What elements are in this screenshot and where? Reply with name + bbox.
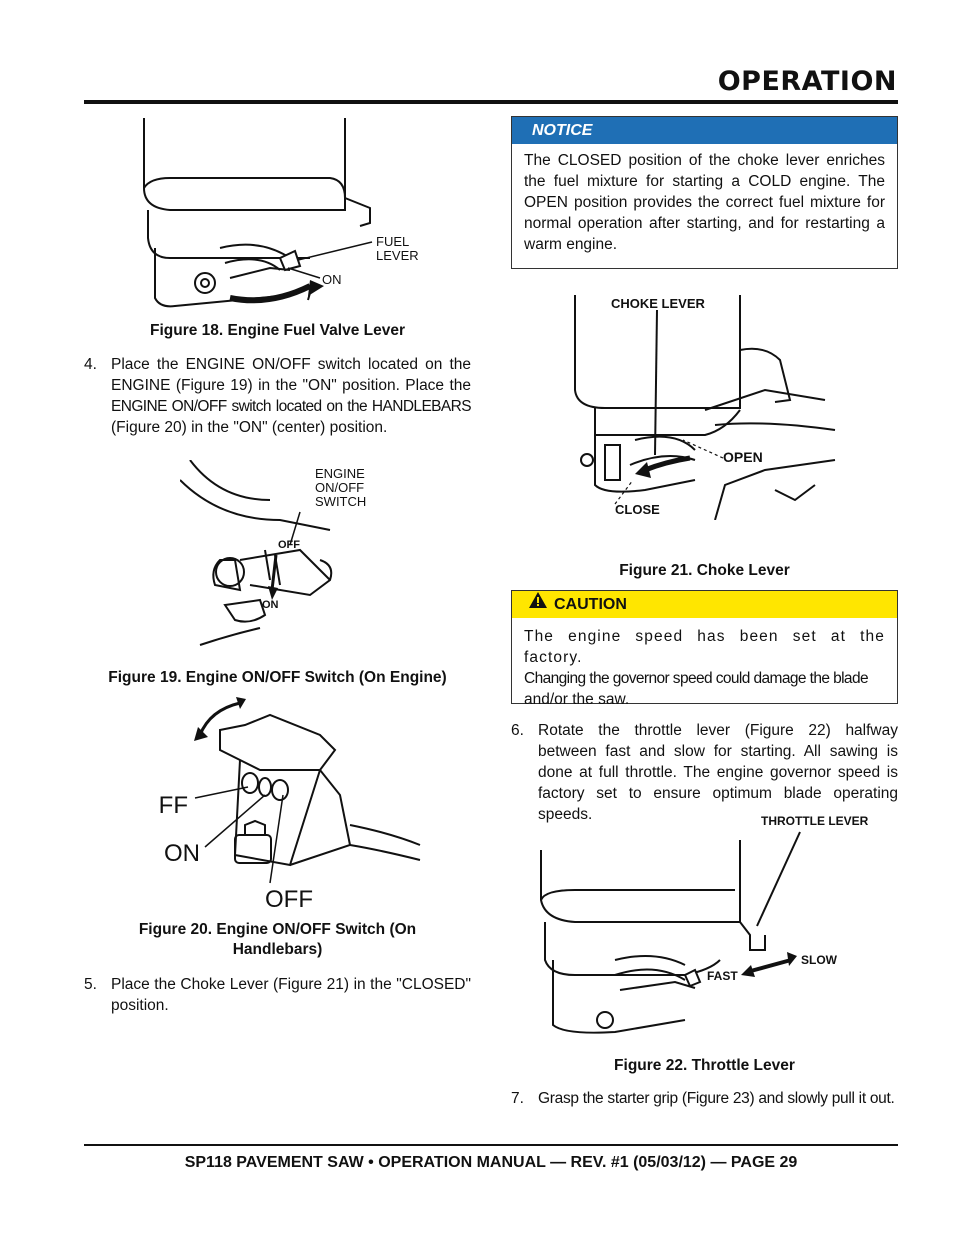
- step-4-text-part1: Place the ENGINE ON/OFF switch located o…: [111, 356, 471, 394]
- figure-20-illustration: OFF ON OFF: [160, 697, 421, 910]
- label-choke-lever: CHOKE LEVER: [611, 296, 706, 311]
- label-throttle-slow: SLOW: [801, 953, 838, 967]
- label-handlebar-off-bottom: OFF: [265, 886, 313, 910]
- label-choke-close: CLOSE: [615, 502, 660, 517]
- warning-icon: [528, 591, 548, 618]
- caution-line-2: Changing the governor speed could damage…: [524, 670, 869, 687]
- step-5: 5. Place the Choke Lever (Figure 21) in …: [84, 974, 471, 1016]
- step-5-text: Place the Choke Lever (Figure 21) in the…: [111, 976, 471, 1014]
- caution-title: CAUTION: [554, 596, 627, 613]
- label-throttle-lever: THROTTLE LEVER: [761, 814, 869, 828]
- caution-box: CAUTION The engine speed has been set at…: [511, 590, 898, 708]
- label-choke-open: OPEN: [723, 449, 763, 465]
- step-7: 7. Grasp the starter grip (Figure 23) an…: [511, 1088, 898, 1109]
- caution-header: CAUTION: [512, 591, 897, 618]
- figure-20-caption-line1: Figure 20. Engine ON/OFF Switch (On: [138, 921, 417, 938]
- step-6-number: 6.: [511, 722, 524, 739]
- label-throttle-fast: FAST: [707, 969, 738, 983]
- header-rule: [84, 100, 898, 104]
- caution-line-3: and/or the saw.: [524, 691, 630, 708]
- step-7-number: 7.: [511, 1090, 524, 1107]
- step-4-number: 4.: [84, 356, 97, 373]
- figure-18-caption: Figure 18. Engine Fuel Valve Lever: [150, 322, 405, 339]
- notice-box: NOTICE The CLOSED position of the choke …: [511, 116, 898, 269]
- label-fuel-lever-text: FUEL: [376, 234, 409, 249]
- label-fuel-on: ON: [322, 272, 342, 287]
- figure-22-illustration: THROTTLE LEVER FAST SLOW: [540, 814, 869, 1034]
- figure-22-caption: Figure 22. Throttle Lever: [614, 1057, 795, 1074]
- step-6-text: Rotate the throttle lever (Figure 22) ha…: [538, 722, 898, 823]
- figure-20-caption: Figure 20. Engine ON/OFF Switch (On Hand…: [84, 920, 471, 960]
- figure-19-caption: Figure 19. Engine ON/OFF Switch (On Engi…: [108, 669, 447, 686]
- step-7-text: Grasp the starter grip (Figure 23) and s…: [538, 1090, 895, 1107]
- step-4-text-part3: (Figure 20) in the "ON" (center) positio…: [111, 419, 388, 436]
- label-engine-switch-text-line-3: SWITCH: [315, 494, 366, 509]
- label-engine-switch-text-line-2: ON/OFF: [315, 480, 364, 495]
- label-switch-on: ON: [262, 599, 279, 611]
- label-fuel-lever-text-line-2: LEVER: [376, 248, 419, 263]
- label-engine-switch-text: ENGINE: [315, 466, 365, 481]
- footer-rule: [84, 1144, 898, 1146]
- label-handlebar-off-top: OFF: [160, 792, 188, 819]
- page-footer: SP118 PAVEMENT SAW • OPERATION MANUAL — …: [184, 1154, 798, 1171]
- caution-text: The engine speed has been set at the fac…: [512, 618, 897, 710]
- label-handlebar-on: ON: [164, 840, 200, 867]
- step-5-number: 5.: [84, 976, 97, 993]
- figure-21-illustration: CHOKE LEVER OPEN CLOSE: [574, 295, 836, 520]
- step-6: 6. Rotate the throttle lever (Figure 22)…: [511, 720, 898, 825]
- section-title: OPERATION: [717, 66, 897, 97]
- step-4-text-part2: ENGINE ON/OFF switch located on the HAND…: [111, 398, 472, 415]
- label-switch-off: OFF: [278, 539, 300, 551]
- figure-21-caption: Figure 21. Choke Lever: [619, 562, 790, 579]
- step-4: 4. Place the ENGINE ON/OFF switch locate…: [84, 354, 472, 438]
- notice-text: The CLOSED position of the choke lever e…: [524, 152, 885, 253]
- figure-20-caption-line2: Handlebars): [232, 941, 323, 958]
- caution-line-1: The engine speed has been set at the fac…: [524, 628, 885, 666]
- notice-title: NOTICE: [512, 117, 897, 144]
